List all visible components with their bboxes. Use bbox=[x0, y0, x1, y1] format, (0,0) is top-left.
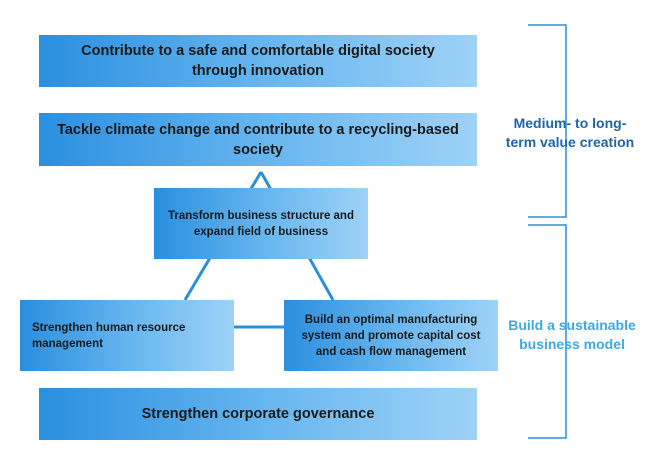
manufacturing-text: Build an optimal manufacturing system an… bbox=[301, 313, 481, 358]
climate-change-box: Tackle climate change and contribute to … bbox=[39, 113, 477, 166]
manufacturing-box: Build an optimal manufacturing system an… bbox=[284, 300, 498, 371]
digital-society-box: Contribute to a safe and comfortable dig… bbox=[39, 35, 477, 87]
governance-box: Strengthen corporate governance bbox=[39, 388, 477, 440]
human-resource-box: Strengthen human resource management bbox=[20, 300, 234, 371]
transform-text: Transform business structure and expand … bbox=[168, 209, 354, 238]
transform-box: Transform business structure and expand … bbox=[154, 188, 368, 259]
bracket-bottom bbox=[528, 224, 567, 439]
sustainable-business-label: Build a sustainable business model bbox=[508, 317, 636, 352]
bracket-top bbox=[528, 24, 567, 218]
governance-text: Strengthen corporate governance bbox=[141, 406, 375, 422]
human-resource-text: Strengthen human resource management bbox=[32, 321, 186, 350]
digital-society-text: Contribute to a safe and comfortable dig… bbox=[81, 43, 435, 79]
medium-long-term-label: Medium- to long-term value creation bbox=[505, 115, 635, 150]
climate-change-text: Tackle climate change and contribute to … bbox=[57, 121, 459, 158]
